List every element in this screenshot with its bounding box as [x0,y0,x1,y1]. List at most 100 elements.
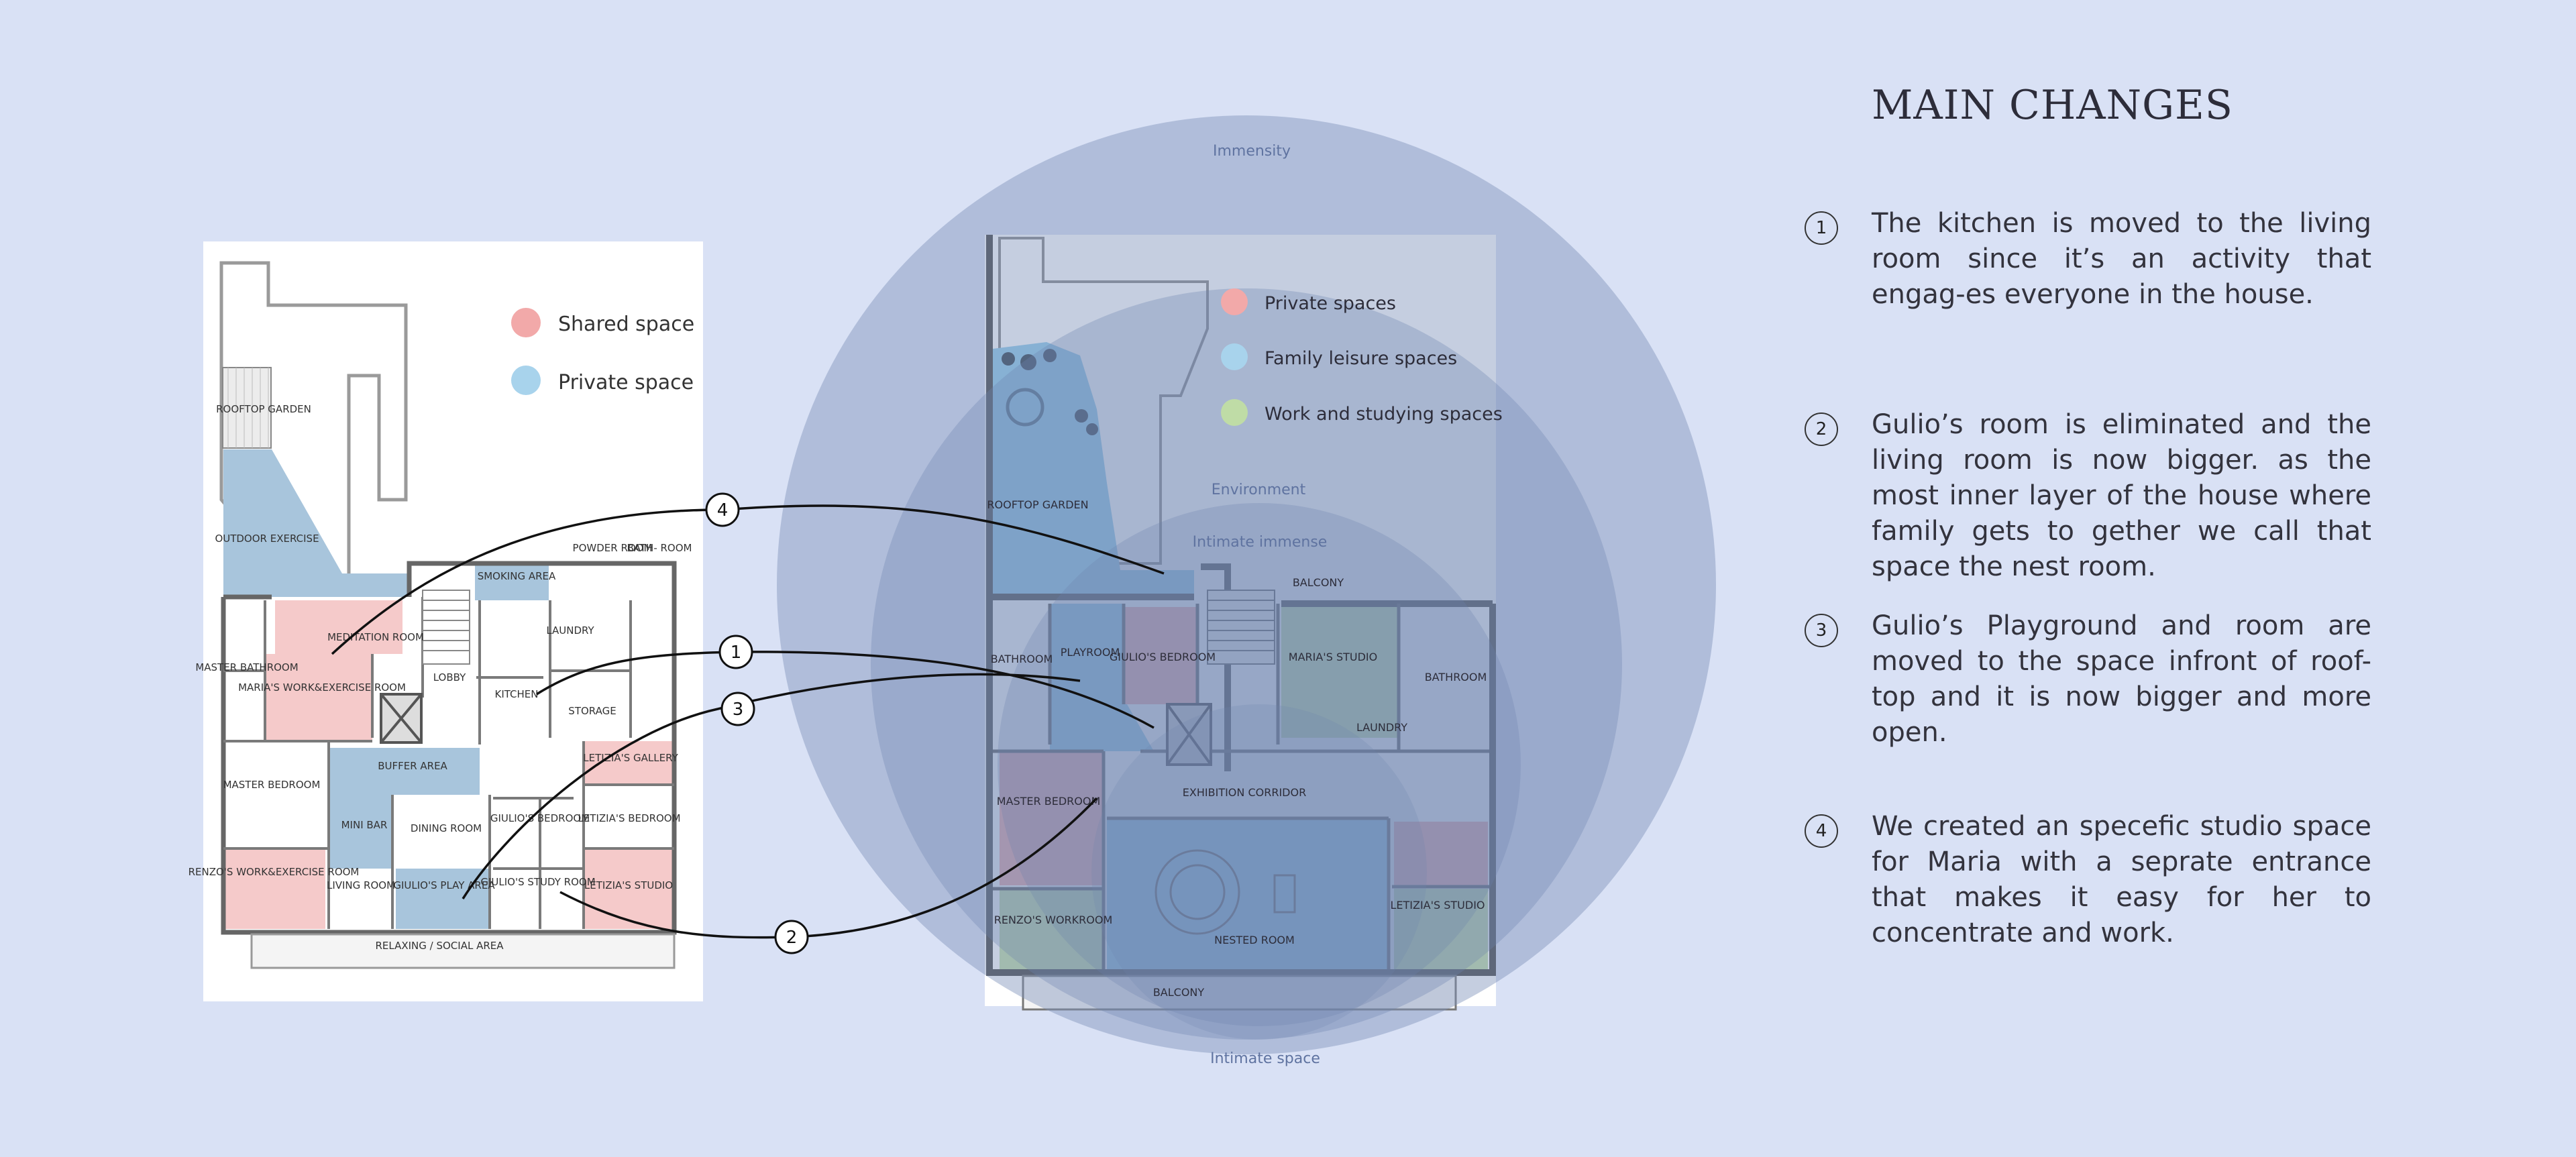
old-label-rooftop-garden: ROOFTOP GARDEN [216,403,311,415]
new-renzo-zone [1000,889,1104,969]
old-play-zone [396,869,490,929]
old-label-minibar: MINI BAR [341,819,388,831]
new-room-labels: ROOFTOP GARDEN BALCONY BATHROOM PLAYROOM… [987,498,1487,999]
old-legend-shared-swatch [511,308,541,337]
connector-2-number: 2 [786,928,798,948]
old-legend-private-swatch [511,366,541,395]
new-label-letizia-studio: LETIZIA'S STUDIO [1390,899,1485,912]
new-label-maria-studio: MARIA'S STUDIO [1289,651,1377,663]
old-stairs [422,590,470,665]
change-text-4: We created an specefic studio space for … [1872,811,2371,948]
label-intimate-space: Intimate space [1210,1050,1320,1067]
old-label-renzo: RENZO'S WORK&EXERCISE ROOM [189,866,360,878]
old-label-giulio-study: GIULIO'S STUDY ROOM [480,876,595,888]
old-label-living: LIVING ROOM [327,879,395,891]
connector-4-marker: 4 [705,492,740,527]
old-label-outdoor-exercise: OUTDOOR EXERCISE [215,533,319,545]
old-letizia-studio-zone [584,848,674,929]
change-number-1: 1 [1805,211,1838,245]
new-stairs [1207,590,1275,665]
new-label-bathroom-right: BATHROOM [1425,671,1487,683]
new-plan-walls [986,235,1496,976]
concentric-circles [777,115,1716,1054]
change-number-3: 3 [1805,614,1838,647]
old-label-marias: MARIA'S WORK&EXERCISE ROOM [238,681,406,694]
new-bottom-balcony [1022,975,1457,1011]
old-legend-shared-label: Shared space [558,313,694,336]
circle-intimate-space [1091,704,1427,1040]
new-label-playroom: PLAYROOM [1061,646,1120,659]
connector-3-number: 3 [733,700,744,720]
old-label-meditation: MEDITATION ROOM [327,631,424,643]
old-label-buffer: BUFFER AREA [378,760,447,772]
connector-1-line [536,651,1155,729]
new-garden-plants [1002,349,1098,435]
circle-immensity [777,115,1716,1054]
circle-labels: Immensity Environment Intimate immense I… [1193,143,1328,1067]
change-text-2: Gulio’s room is eliminated and the livin… [1872,409,2371,582]
circle-intimate-immense [998,503,1521,1026]
old-label-smoking: SMOKING AREA [478,570,556,582]
old-legend: Shared space Private space [511,308,694,395]
old-renzo-zone [225,848,325,929]
new-legend-work-label: Work and studying spaces [1265,404,1503,425]
old-smoking-zone [475,565,549,600]
change-number-4: 4 [1805,814,1838,848]
new-nested-room-zone [1107,818,1389,969]
old-rooftop-hatch [227,368,269,448]
connector-1-number: 1 [731,643,742,663]
old-label-letizia-gallery: LETIZIA'S GALLERY [583,752,678,764]
new-label-balcony-bottom: BALCONY [1153,986,1205,999]
old-label-dining: DINING ROOM [411,822,482,834]
new-label-balcony-top: BALCONY [1293,576,1344,589]
new-label-master-bedroom: MASTER BEDROOM [997,795,1101,808]
old-label-relaxing: RELAXING / SOCIAL AREA [375,940,504,952]
old-legend-private-label: Private space [558,371,694,394]
change-text-1: The kitchen is moved to the living room … [1872,208,2371,310]
old-room-labels: ROOFTOP GARDEN OUTDOOR EXERCISE SMOKING … [189,403,692,952]
old-label-storage: STORAGE [568,705,616,717]
connector-4-number: 4 [717,500,729,520]
old-plan-walls [221,561,677,935]
old-label-master-bath: MASTER BATHROOM [195,661,298,673]
new-label-rooftop-garden: ROOFTOP GARDEN [987,498,1088,511]
new-elevator [1166,703,1212,766]
old-meditation-zone [275,600,402,654]
connector-3-marker: 3 [720,692,755,726]
change-text-3: Gulio’s Playground and room are moved to… [1872,610,2371,748]
new-legend-family-label: Family leisure spaces [1265,348,1457,369]
old-label-lobby: LOBBY [433,671,466,683]
old-label-giulio-bedroom: GIULIO'S BEDROOM [490,812,590,824]
new-label-bathroom-left: BATHROOM [991,653,1053,665]
label-intimate-immense: Intimate immense [1193,534,1328,551]
new-legend-private-label: Private spaces [1265,293,1396,314]
new-master-bedroom-zone [1000,751,1104,885]
new-letizia-studio-zone [1394,889,1488,969]
new-garden-round-feature [1006,388,1044,427]
old-label-laundry: LAUNDRY [546,624,594,637]
new-label-laundry: LAUNDRY [1356,721,1407,734]
old-label-powder: POWDER ROOM [573,542,653,554]
old-elevator [380,693,423,744]
new-label-exhibition: EXHIBITION CORRIDOR [1183,786,1306,799]
old-label-bathroom: BATH- ROOM [627,542,692,554]
main-changes-heading: MAIN CHANGES [1872,82,2233,129]
new-label-nested-room: NESTED ROOM [1214,934,1295,946]
connector-3-line [462,673,1081,899]
circle-environment [871,288,1622,1040]
connector-2-marker: 2 [774,920,809,954]
new-giulio-bedroom-zone [1124,607,1197,704]
change-number-2: 2 [1805,412,1838,446]
old-label-letizia-bedroom: LETIZIA'S BEDROOM [578,812,680,824]
new-letizia-bedroom-zone [1394,822,1488,885]
new-nested-room-furniture [1155,849,1296,935]
new-legend: Private spaces Family leisure spaces Wor… [1221,288,1503,426]
old-relaxing-terrace [250,933,676,969]
old-label-kitchen: KITCHEN [495,688,539,700]
old-label-master-bedroom: MASTER BEDROOM [223,779,321,791]
new-playroom-extension [1050,704,1154,751]
new-legend-family-swatch [1221,343,1248,370]
label-environment: Environment [1212,482,1306,498]
new-legend-private-swatch [1221,288,1248,315]
